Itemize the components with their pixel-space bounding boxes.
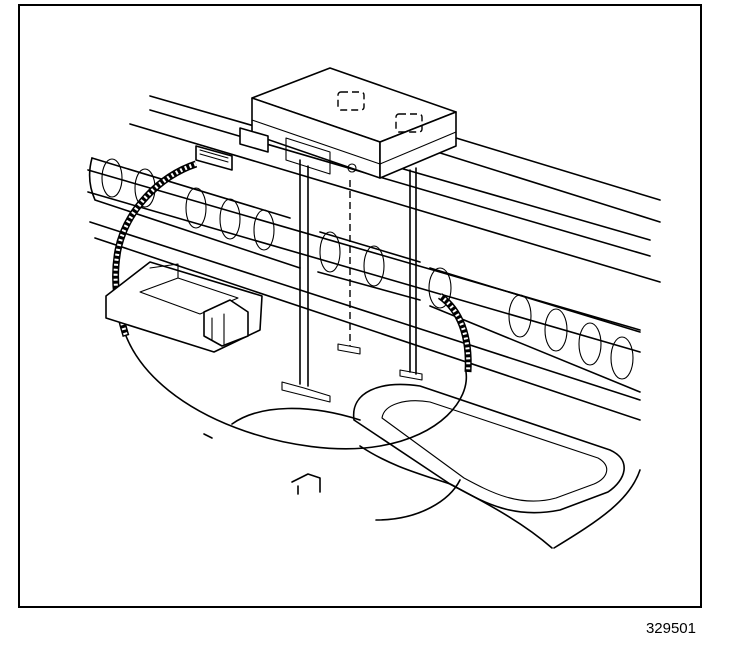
curtain-tube-right xyxy=(428,267,641,393)
figure-number: 329501 xyxy=(645,620,696,637)
module-connector xyxy=(195,127,269,171)
mounting-studs xyxy=(299,159,417,387)
mount-pads xyxy=(281,343,423,403)
roof-opening xyxy=(352,383,625,514)
left-bracket-assembly xyxy=(105,261,263,353)
control-module xyxy=(251,67,457,179)
headliner-rails xyxy=(87,95,661,421)
detail-callout xyxy=(125,335,468,450)
curtain-tube-middle xyxy=(317,231,421,301)
curtain-tube-left xyxy=(88,157,301,269)
headliner-contour xyxy=(203,407,641,549)
